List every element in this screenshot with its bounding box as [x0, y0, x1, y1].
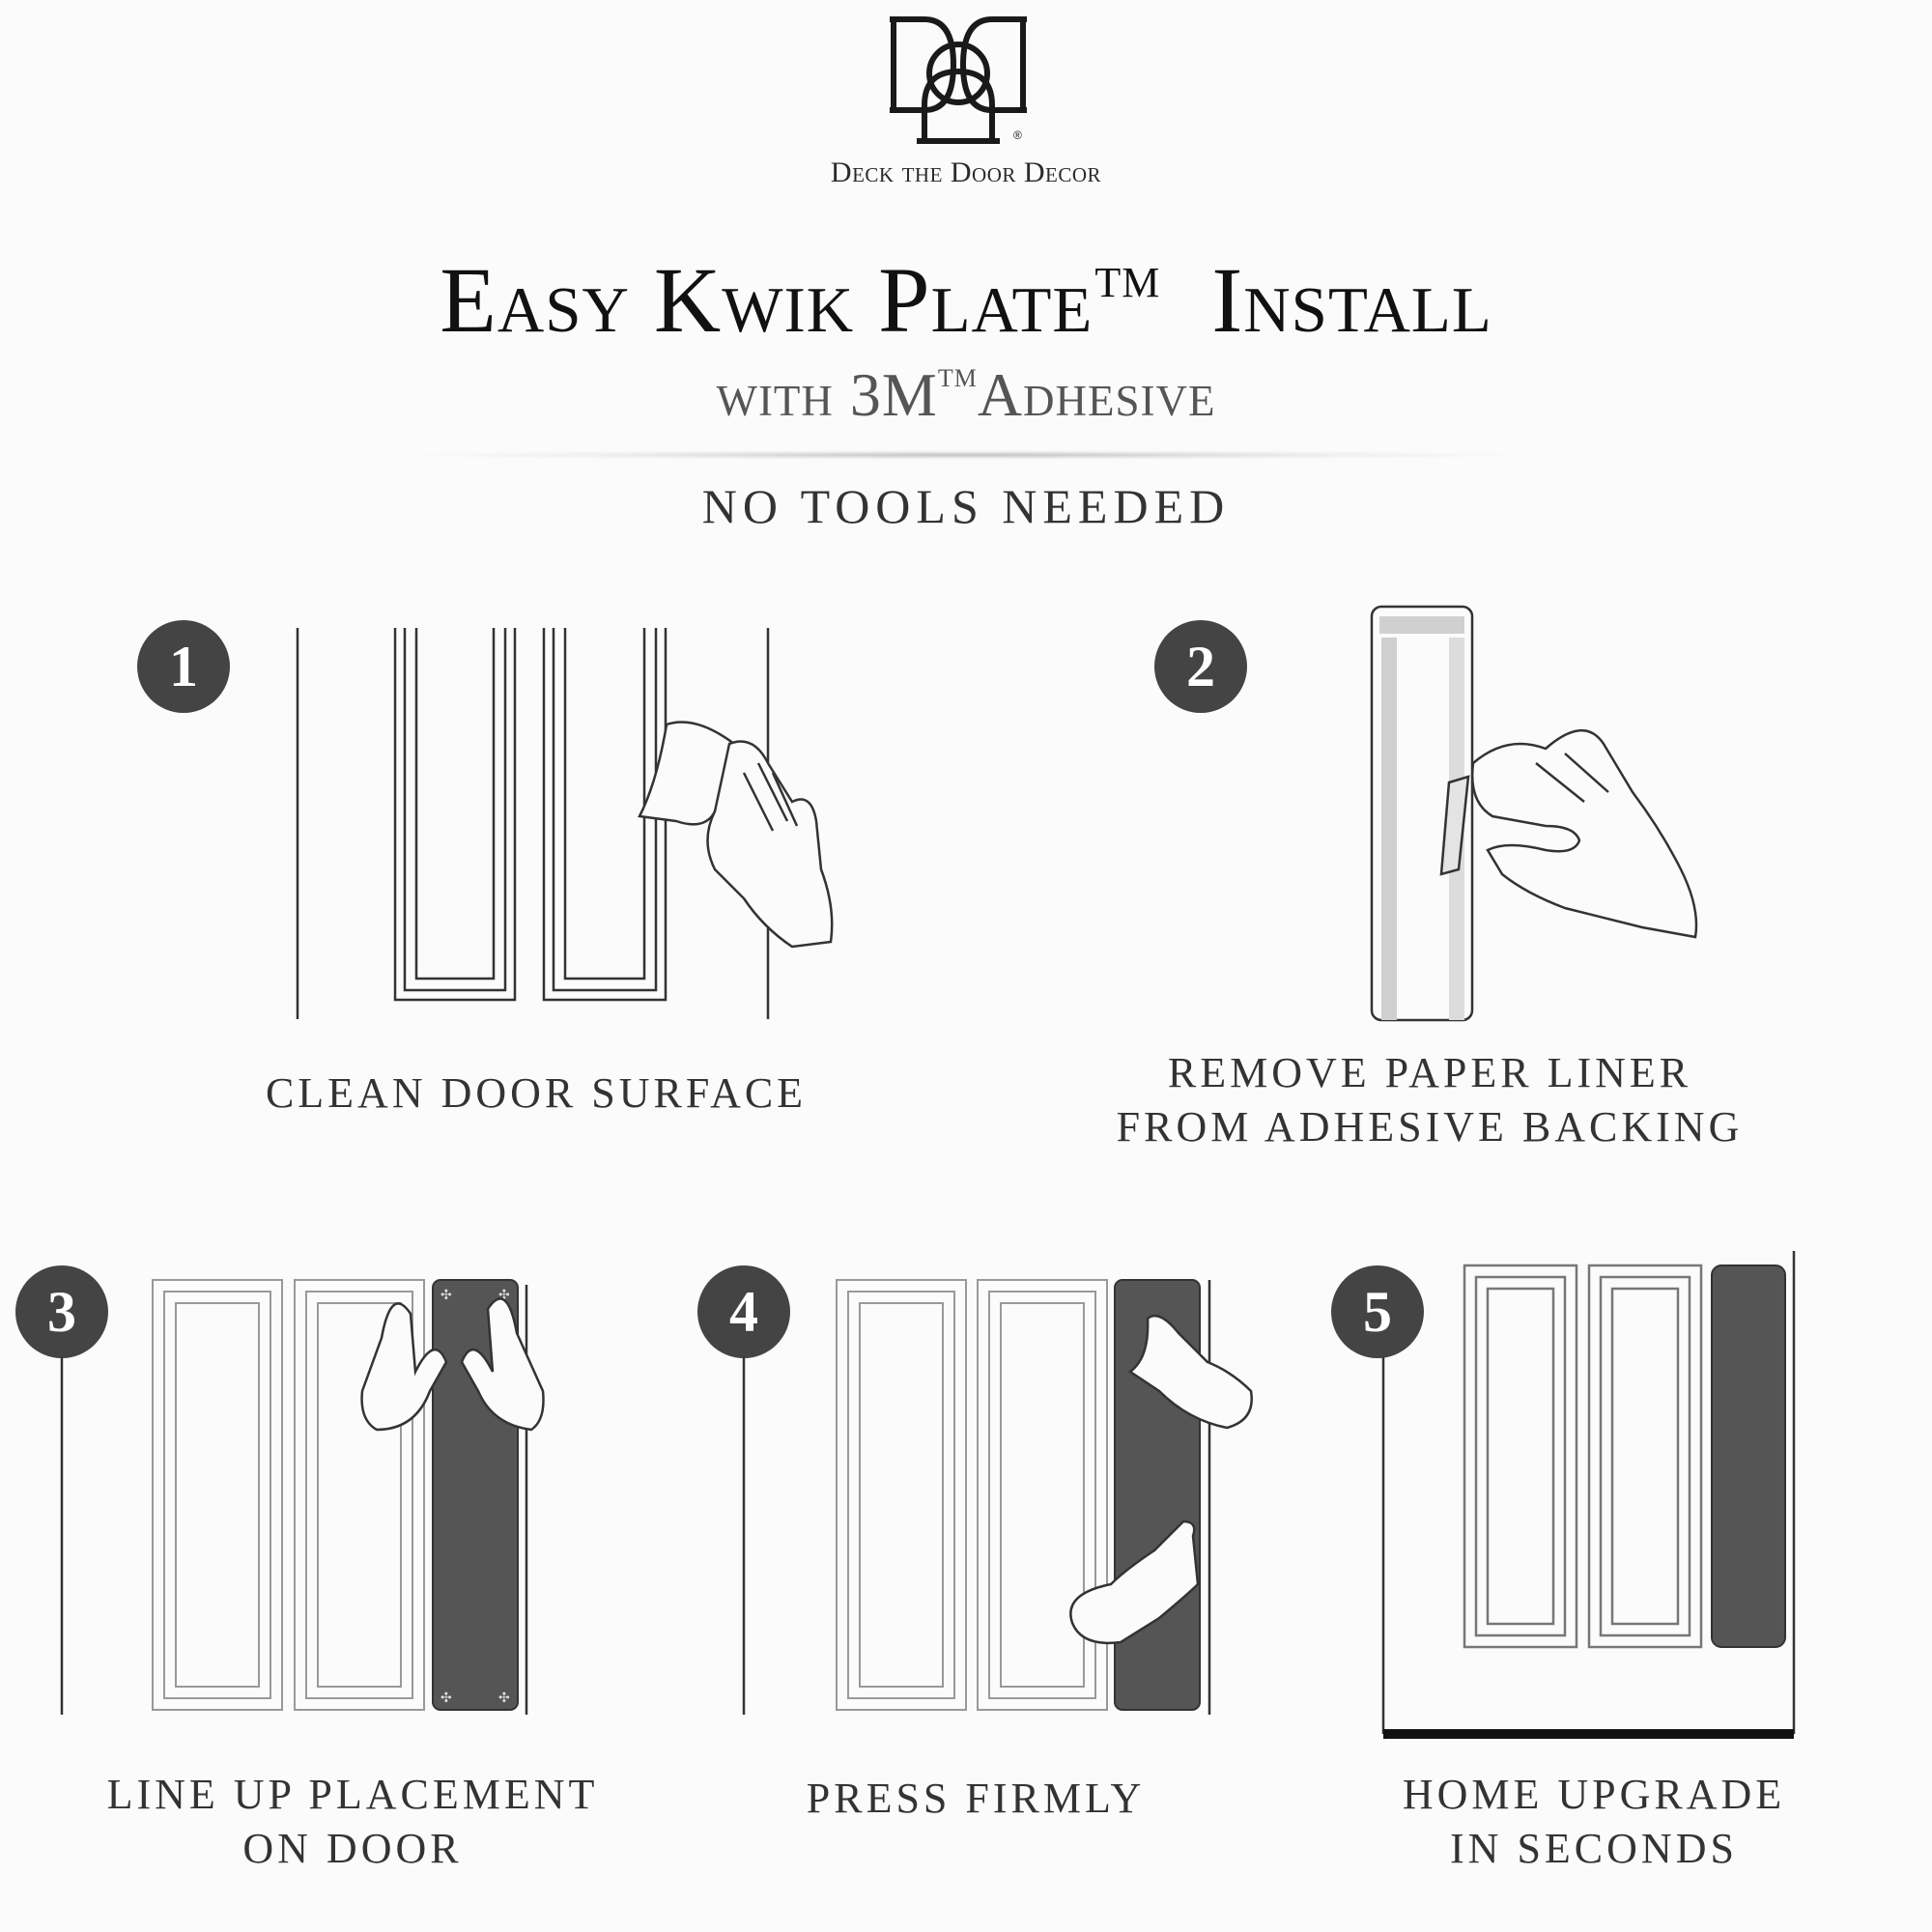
title-text: Easy Kwik Plate [440, 248, 1094, 352]
subtitle-start: with 3M [716, 360, 938, 429]
step-2-label-line-1: REMOVE PAPER LINER [1167, 1049, 1692, 1096]
step-4-label-line: PRESS FIRMLY [806, 1775, 1146, 1822]
subtitle-trademark: TM [937, 364, 978, 392]
step-5-label-line-2: IN SECONDS [1450, 1825, 1738, 1872]
svg-text:✣: ✣ [440, 1288, 452, 1303]
step-4-badge: 4 [697, 1265, 790, 1358]
title-trademark: TM [1094, 259, 1161, 306]
step-5-label-line-1: HOME UPGRADE [1402, 1771, 1786, 1818]
divider [425, 450, 1507, 460]
svg-text:✣: ✣ [498, 1690, 510, 1706]
step-5-label: HOME UPGRADE IN SECONDS [1294, 1768, 1893, 1876]
step-3-label-line-2: ON DOOR [242, 1825, 463, 1872]
svg-text:®: ® [1013, 128, 1022, 142]
tagline: NO TOOLS NEEDED [701, 479, 1231, 533]
step-1-label-line: CLEAN DOOR SURFACE [265, 1069, 808, 1117]
subtitle-end: Adhesive [977, 360, 1216, 429]
ddd-monogram-logo-icon: ® [890, 16, 1027, 144]
step-3-badge: 3 [15, 1265, 108, 1358]
step-5-badge: 5 [1331, 1265, 1424, 1358]
svg-text:✣: ✣ [440, 1690, 452, 1706]
step-1-badge: 1 [137, 620, 230, 713]
step-2-label-line-2: FROM ADHESIVE BACKING [1116, 1103, 1744, 1151]
step-2-label: REMOVE PAPER LINER FROM ADHESIVE BACKING [1082, 1046, 1777, 1154]
step-3-label: LINE UP PLACEMENT ON DOOR [39, 1768, 667, 1876]
page-subtitle: with 3MTMAdhesive [386, 359, 1546, 431]
step-4-label: PRESS FIRMLY [734, 1772, 1217, 1826]
title-end: Install [1211, 248, 1492, 352]
page-title: Easy Kwik PlateTM Install [290, 249, 1642, 352]
step-1-label: CLEAN DOOR SURFACE [222, 1066, 850, 1121]
brand-name: Deck the Door Decor [830, 156, 1102, 188]
step-3-label-line-1: LINE UP PLACEMENT [106, 1771, 599, 1818]
step-2-badge: 2 [1154, 620, 1247, 713]
